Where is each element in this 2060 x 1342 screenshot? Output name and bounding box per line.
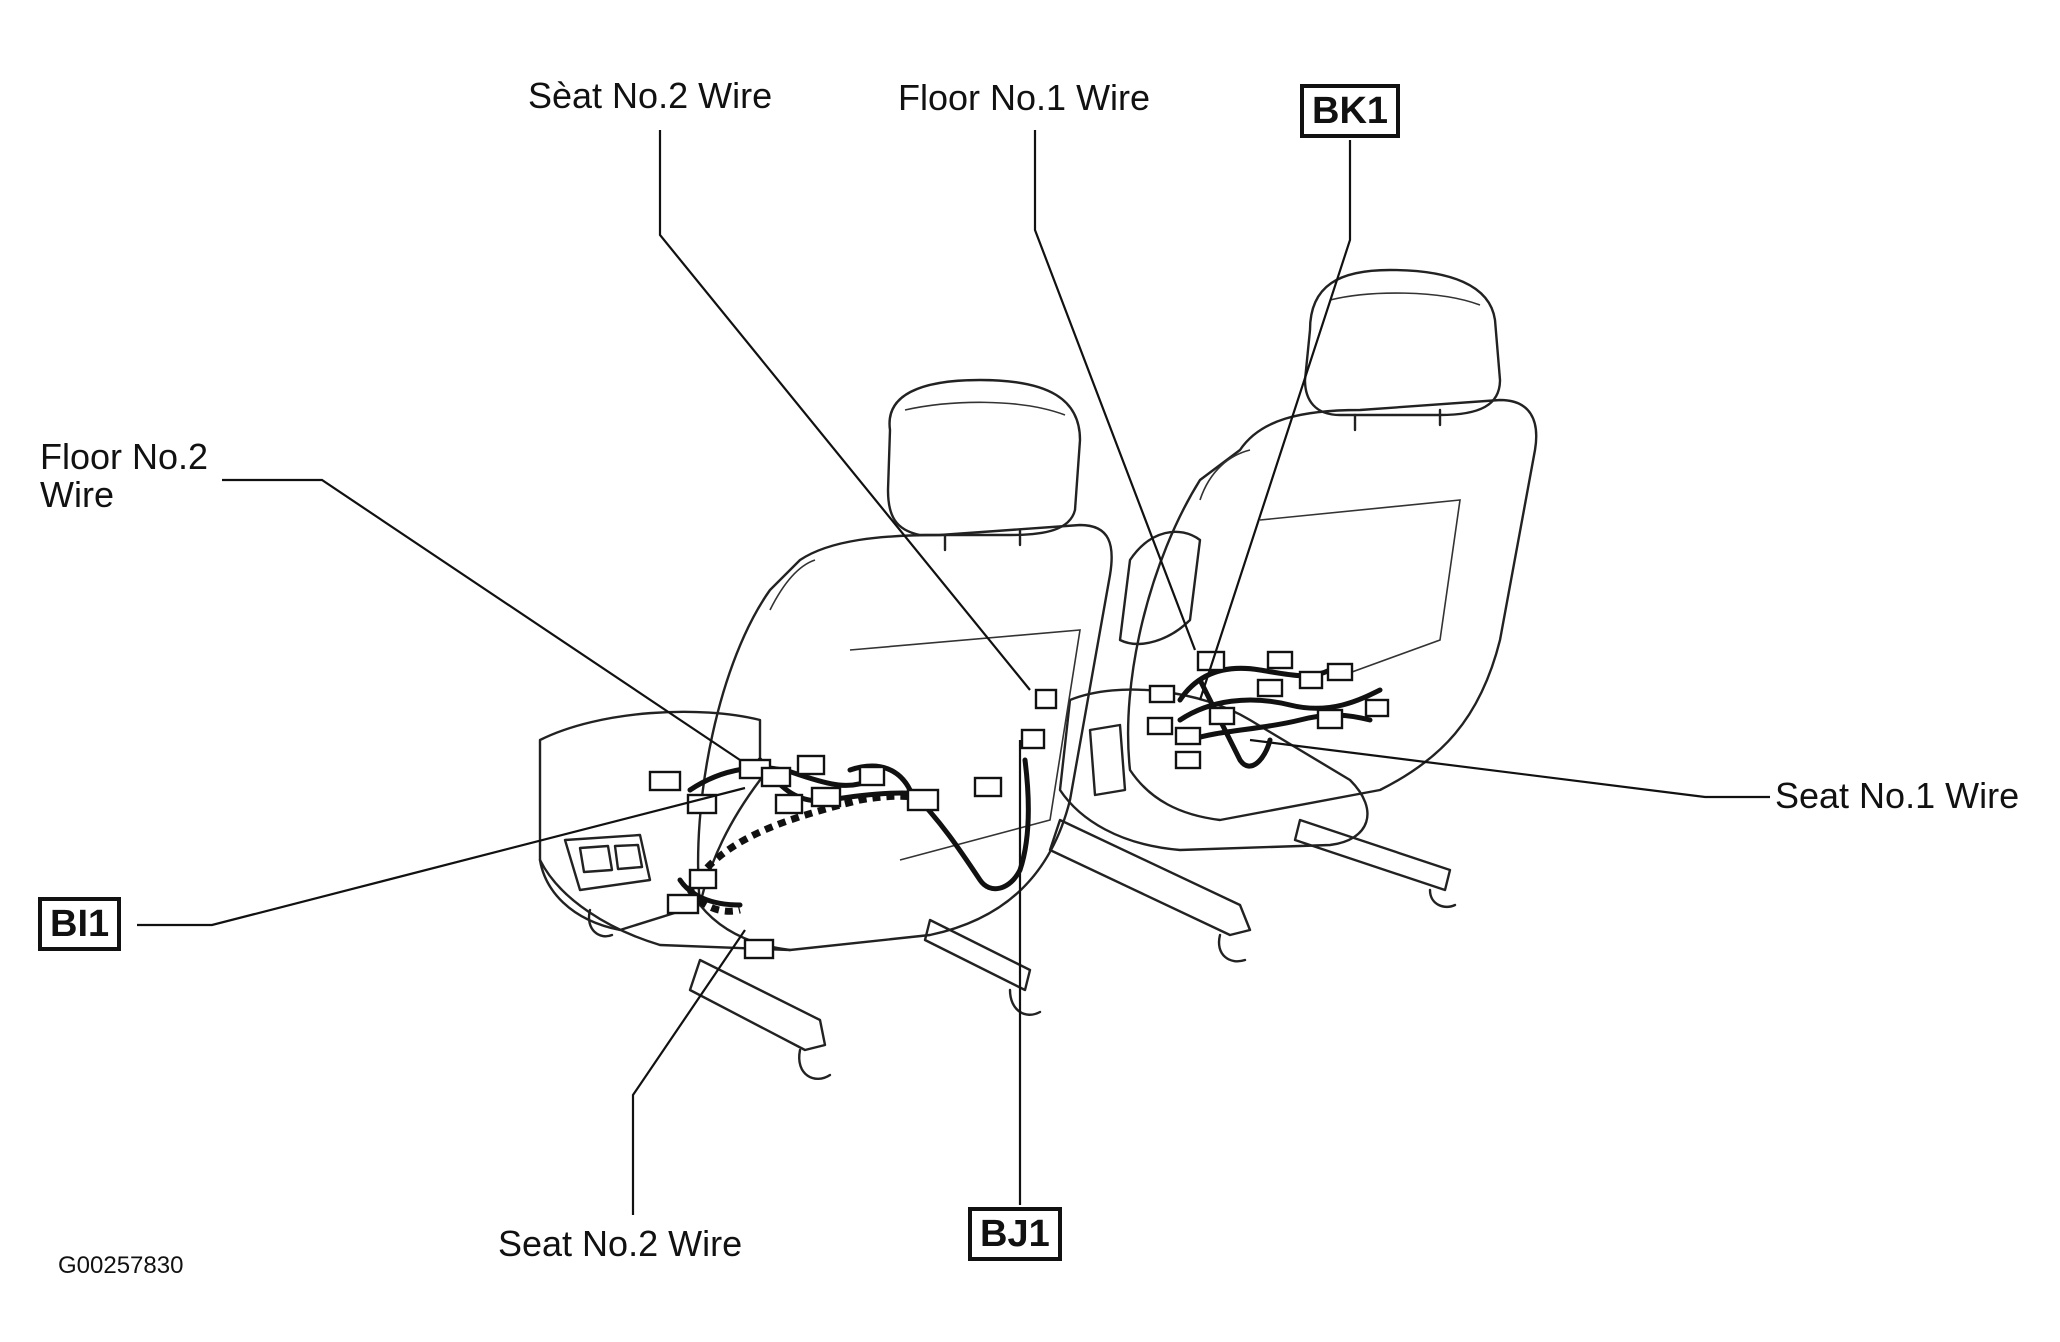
connector-bj1: BJ1: [968, 1207, 1062, 1261]
left-seat-drawing: [538, 378, 1113, 1080]
label-seat-no2-wire-top: Sèat No.2 Wire: [528, 75, 773, 116]
label-floor-no2-wire-line2: Wire: [40, 474, 114, 515]
label-floor-no1-wire: Floor No.1 Wire: [898, 77, 1151, 118]
label-floor-no2-wire-line1: Floor No.2: [40, 436, 209, 477]
label-seat-no2-wire-bottom: Seat No.2 Wire: [498, 1223, 743, 1264]
figure-code: G00257830: [58, 1252, 184, 1279]
connector-bk1: BK1: [1300, 84, 1401, 138]
right-seat-drawing: [1048, 268, 1538, 963]
left-seat-harness: [648, 688, 1058, 960]
leader-lines: [137, 130, 1770, 1215]
label-seat-no1-wire: Seat No.1 Wire: [1775, 775, 2020, 816]
right-seat-harness: [1146, 650, 1390, 770]
connector-bi1: BI1: [38, 897, 122, 951]
